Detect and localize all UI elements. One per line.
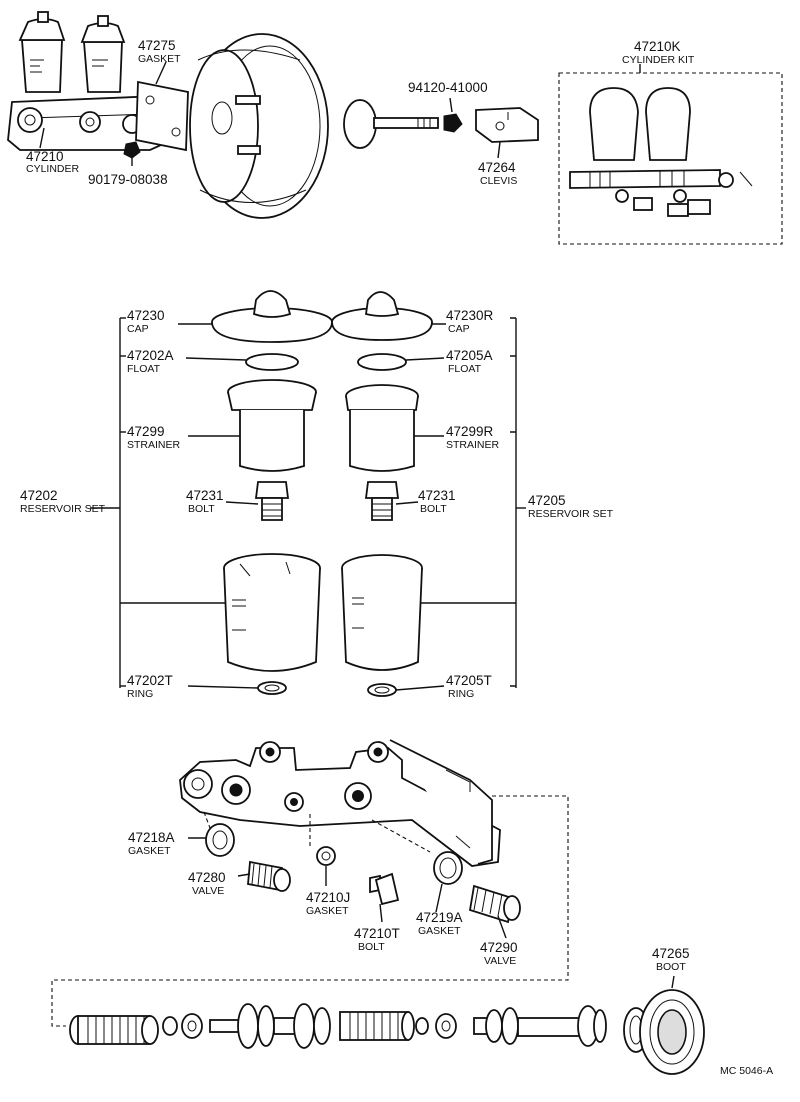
label-47218A-number: 47218A <box>128 830 175 845</box>
label-47219A-name: GASKET <box>418 925 461 937</box>
label-47265-number: 47265 <box>652 946 690 961</box>
label-47219A: 47219A GASKET <box>416 910 463 937</box>
label-47202: 47202 RESERVOIR SET <box>20 488 106 515</box>
label-47210T-name: BOLT <box>358 941 385 953</box>
label-47202-number: 47202 <box>20 488 58 503</box>
label-47205-number: 47205 <box>528 493 566 508</box>
label-47202A-number: 47202A <box>127 348 174 363</box>
label-47205-name: RESERVOIR SET <box>528 508 614 520</box>
label-47231-right-name: BOLT <box>420 503 447 515</box>
label-47202A: 47202A FLOAT <box>127 348 174 375</box>
label-47210: 47210 CYLINDER <box>26 149 80 175</box>
label-47230-name: CAP <box>127 323 149 335</box>
label-47210K: 47210K CYLINDER KIT <box>622 39 695 66</box>
label-47210K-name: CYLINDER KIT <box>622 54 695 66</box>
label-47275-number: 47275 <box>138 38 176 53</box>
label-47205T-name: RING <box>448 688 474 700</box>
label-47280: 47280 VALVE <box>188 870 226 897</box>
right-reservoir-parts <box>331 291 433 697</box>
label-47264-number: 47264 <box>478 160 516 175</box>
label-47218A-name: GASKET <box>128 845 171 857</box>
label-47290: 47290 VALVE <box>480 940 518 967</box>
label-47205A-name: FLOAT <box>448 363 482 375</box>
label-47210J: 47210J GASKET <box>306 890 350 917</box>
label-47299-number: 47299 <box>127 424 165 439</box>
label-47202T-name: RING <box>127 688 153 700</box>
label-47202A-name: FLOAT <box>127 363 161 375</box>
label-47230R-name: CAP <box>448 323 470 335</box>
label-47231-right-number: 47231 <box>418 488 456 503</box>
label-47299-name: STRAINER <box>127 439 181 451</box>
label-47290-name: VALVE <box>484 955 516 967</box>
brake-booster <box>189 33 539 219</box>
label-47299: 47299 STRAINER <box>127 424 181 451</box>
label-47264-name: CLEVIS <box>480 175 517 187</box>
label-47231-left-name: BOLT <box>188 503 215 515</box>
label-47299R-name: STRAINER <box>446 439 500 451</box>
label-47219A-number: 47219A <box>416 910 463 925</box>
label-47265-name: BOOT <box>656 961 686 973</box>
label-47231-left-number: 47231 <box>186 488 224 503</box>
label-47299R: 47299R STRAINER <box>446 424 500 451</box>
label-47299R-number: 47299R <box>446 424 494 439</box>
label-47202T: 47202T RING <box>127 673 173 700</box>
label-47202T-number: 47202T <box>127 673 173 688</box>
label-94120-41000: 94120-41000 <box>408 80 488 95</box>
label-47265: 47265 BOOT <box>652 946 690 973</box>
label-47210-number: 47210 <box>26 149 64 164</box>
label-47205T-number: 47205T <box>446 673 492 688</box>
bolt-47210T-shape <box>369 872 400 906</box>
label-47210-name: CYLINDER <box>26 163 80 175</box>
label-47280-name: VALVE <box>192 885 224 897</box>
label-47202-name: RESERVOIR SET <box>20 503 106 515</box>
label-47218A: 47218A GASKET <box>128 830 175 857</box>
label-47210K-number: 47210K <box>634 39 681 54</box>
master-cylinder-assembly <box>7 11 189 159</box>
label-47230R-number: 47230R <box>446 308 494 323</box>
label-47210J-name: GASKET <box>306 905 349 917</box>
valve-47280-shape <box>247 860 291 892</box>
diagram-code: MC 5046-A <box>720 1065 773 1077</box>
label-47231-right: 47231 BOLT <box>418 488 456 515</box>
label-90179-08038: 90179-08038 <box>88 172 168 187</box>
piston-assembly <box>69 989 705 1075</box>
label-47205A: 47205A FLOAT <box>446 348 493 375</box>
cylinder-kit-box <box>558 72 783 245</box>
label-47230: 47230 CAP <box>127 308 165 335</box>
label-47230-number: 47230 <box>127 308 165 323</box>
label-47275-name: GASKET <box>138 53 181 65</box>
label-47205T: 47205T RING <box>446 673 492 700</box>
label-47210T-number: 47210T <box>354 926 400 941</box>
label-47231-left: 47231 BOLT <box>186 488 224 515</box>
label-47290-number: 47290 <box>480 940 518 955</box>
valve-47290-shape <box>468 884 521 924</box>
label-47205A-number: 47205A <box>446 348 493 363</box>
label-47210T: 47210T BOLT <box>354 926 400 953</box>
label-47210J-number: 47210J <box>306 890 350 905</box>
left-reservoir-parts <box>211 290 333 695</box>
label-47280-number: 47280 <box>188 870 226 885</box>
label-47230R: 47230R CAP <box>446 308 494 335</box>
label-47275: 47275 GASKET <box>138 38 181 65</box>
label-47205: 47205 RESERVOIR SET <box>528 493 614 520</box>
master-cylinder-body <box>179 739 501 867</box>
label-47264: 47264 CLEVIS <box>478 160 517 187</box>
